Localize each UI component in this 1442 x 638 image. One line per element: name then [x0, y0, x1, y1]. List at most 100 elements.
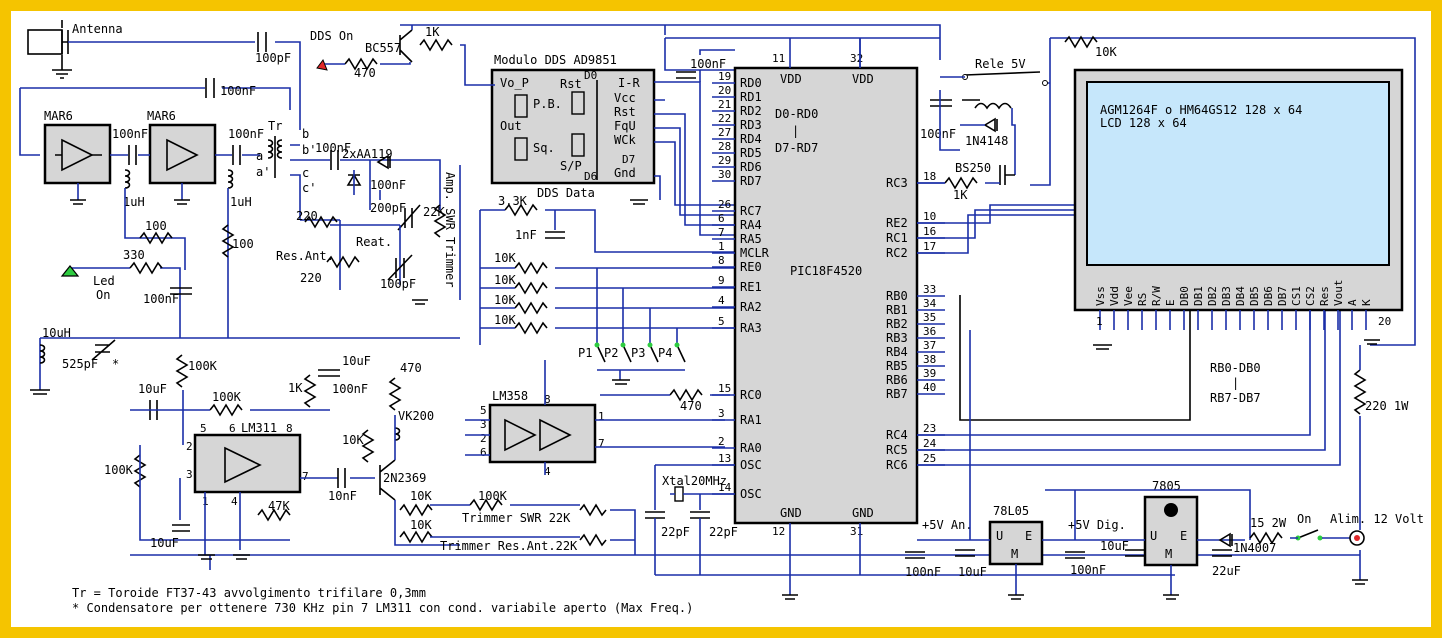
mcu-left-pin-num: 19: [718, 70, 731, 83]
r220-b-label: 220: [300, 271, 322, 285]
tcp-label: c': [302, 181, 316, 195]
dds-ground: [630, 199, 648, 205]
r1k-top-label: 1K: [425, 25, 440, 39]
dds-vcc: Vcc: [614, 91, 636, 105]
mcu-right-pin-name: RB6: [886, 373, 908, 387]
tc-label: c: [302, 166, 309, 180]
mcu-left-pin-num: 30: [718, 168, 731, 181]
transistor-wires: [394, 415, 460, 546]
antenna-label: Antenna: [72, 22, 123, 36]
resistor-10k-a: [361, 429, 375, 463]
button-p2: P2: [604, 346, 618, 360]
c100nf-e-label: 100nF: [143, 292, 179, 306]
detector-wires: [353, 170, 381, 200]
c100nf-i-label: 100nF: [1070, 563, 1106, 577]
r15-2w-label: 15 2W: [1250, 516, 1287, 530]
mcu-bus-bottom: D7-RD7: [775, 141, 818, 155]
relay-coil: [974, 102, 1012, 110]
lcd-screen: [1086, 81, 1390, 266]
dds-pb: P.B.: [533, 97, 562, 111]
r1k-c-label: 1K: [953, 188, 968, 202]
c100nf-d-label: 100nF: [370, 178, 406, 192]
mcu-left-pin-num: 28: [718, 140, 731, 153]
mcu-left-pin-name: RD5: [740, 146, 762, 160]
lcd-pin-label: Vss: [1094, 286, 1107, 306]
mar6a-label: MAR6: [44, 109, 73, 123]
lcd-line2: LCD 128 x 64: [1100, 116, 1187, 130]
button-wires: [596, 268, 685, 380]
c10uf-c-label: 10uF: [150, 536, 179, 550]
resistor-220-a: [304, 215, 338, 229]
lcd-pin-label: E: [1164, 299, 1177, 306]
mcu-left-pin-name: RD0: [740, 76, 762, 90]
res-ant-label: Res.Ant.: [276, 249, 334, 263]
rb-data-bus: [959, 295, 1191, 421]
mcu-left-pin-name: RA3: [740, 321, 762, 335]
mcu-left-pin-name: RC7: [740, 204, 762, 218]
dds-vop: Vo_P: [500, 76, 529, 90]
osc-ground: [30, 389, 50, 395]
top-vcc-rail: [400, 24, 941, 71]
dds-rst: Rst: [560, 77, 582, 91]
lcd-grounds: [1093, 339, 1380, 350]
pullup-resistors: [514, 261, 548, 335]
mcu-bus-sep: |: [792, 124, 799, 138]
r22k-label: 22K: [423, 205, 445, 219]
v5-dig-label: +5V Dig.: [1068, 518, 1126, 532]
r470-c-label: 470: [680, 399, 702, 413]
dds-sp: S/P: [560, 159, 582, 173]
resistor-47k: [257, 508, 291, 522]
dds-sub: DDS Data: [537, 186, 595, 200]
capacitor-100nf-relay: [930, 99, 952, 107]
rb-bus-sep: |: [1232, 376, 1239, 390]
lm358-pin2: 2: [480, 432, 487, 445]
lm358-wires: [465, 360, 725, 475]
mcu-right-pin-name: RC2: [886, 246, 908, 260]
capacitors-22pf: [645, 511, 710, 519]
r330-label: 330: [123, 248, 145, 262]
transistor-2n2369: [379, 459, 396, 501]
trim-swr-label: Trimmer SWR 22K: [462, 511, 571, 525]
p4-dot: [674, 342, 680, 348]
mcu-left-pin-name: OSC: [740, 487, 762, 501]
mcu-right-pin-name: RC6: [886, 458, 908, 472]
mcu-right-pin-name: RB1: [886, 303, 908, 317]
lm358-pin8: 8: [544, 393, 551, 406]
reat-label: Reat.: [356, 235, 392, 249]
dds-wck: WCk: [614, 133, 636, 147]
mcu-left-pin-num: 3: [718, 407, 725, 420]
resistor-100-b: [221, 224, 235, 258]
q2n2369-label: 2N2369: [383, 471, 426, 485]
c10nf-label: 10nF: [328, 489, 357, 503]
c10uf-b-label: 10uF: [342, 354, 371, 368]
mcu-right-pin-num: 17: [923, 240, 936, 253]
mcu-right-pin-num: 18: [923, 170, 936, 183]
dds-ir: I-R: [618, 76, 640, 90]
mcu-right-pin-name: RB4: [886, 345, 908, 359]
mcu-left-pin-num: 2: [718, 435, 725, 448]
c100nf-top-label: 100nF: [220, 84, 256, 98]
note-1: Tr = Toroide FT37-43 avvolgimento trifil…: [72, 586, 426, 600]
rb-bus-bottom: RB7-DB7: [1210, 391, 1261, 405]
led-dds-on: [316, 58, 328, 71]
mcu-left-pin-num: 26: [718, 198, 731, 211]
reg2-m: M: [1165, 547, 1172, 561]
lcd-control-wires: [917, 204, 1341, 466]
mcu-power-wires: [789, 38, 861, 595]
mcu-left-pin-num: 14: [718, 481, 732, 494]
jumper-sp: [571, 133, 585, 157]
c200pf-label: 200pF: [370, 201, 406, 215]
led-label: Led: [93, 274, 115, 288]
led-wires: [70, 267, 181, 338]
resistor-470-c: [669, 388, 703, 402]
dds-control-wires: [654, 81, 735, 236]
lcd-pin-label: CS1: [1290, 286, 1303, 306]
transistor-bc557: [399, 29, 413, 63]
mcu-right-pin-name: RC1: [886, 231, 908, 245]
mcu-right-pins: 18RC310RE216RC117RC233RB034RB135RB236RB3…: [886, 170, 945, 472]
r10k-list-1: 10K: [494, 273, 516, 287]
diode-1n4007: [1218, 532, 1233, 548]
c1nf-label: 1nF: [515, 228, 537, 242]
